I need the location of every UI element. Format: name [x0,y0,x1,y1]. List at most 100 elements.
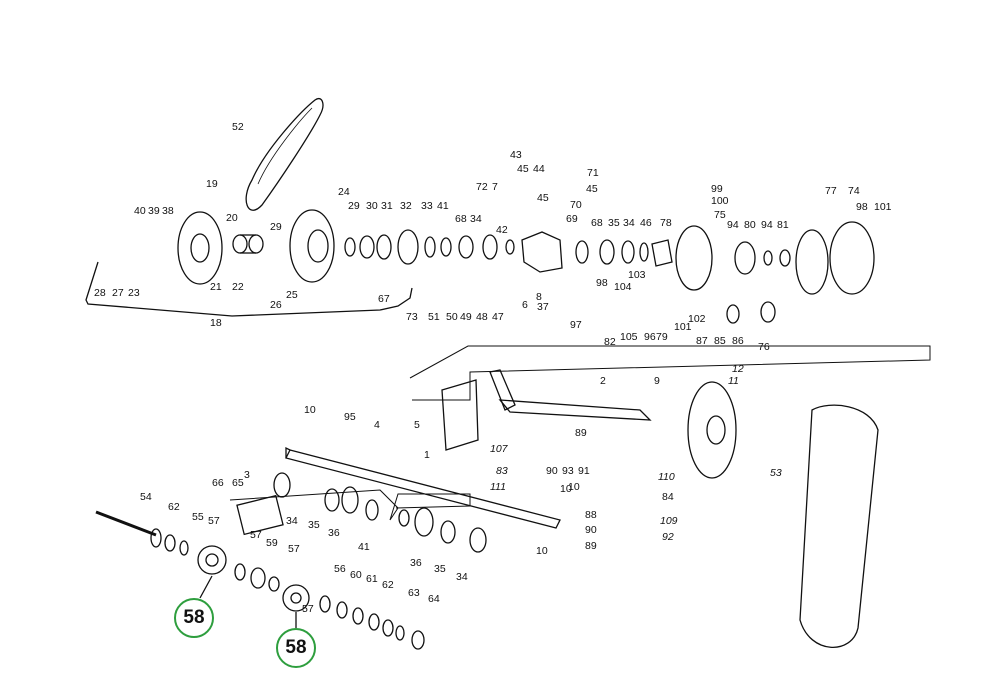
part-label: 45 [517,163,529,175]
part-label: 55 [192,511,204,523]
part-label: 10 [560,483,572,495]
part-label: 66 [212,477,224,489]
part-label: 12 [732,363,744,375]
part-label: 82 [604,336,616,348]
belt-53 [799,404,879,648]
part-label: 49 [460,311,472,323]
cover-77 [795,229,829,295]
part-label: 72 [476,181,488,193]
part-label: 63 [408,587,420,599]
part-label: 89 [575,427,587,439]
part-label: 22 [232,281,244,293]
part-label: 33 [421,200,433,212]
part-label: 94 [761,219,773,231]
part-label: 100 [711,195,729,207]
part-label: 81 [777,219,789,231]
part-label: 8 [536,291,542,303]
part-label: 61 [366,573,378,585]
part-label: 79 [656,331,668,343]
part-label: 2 [600,375,606,387]
part-label: 25 [286,289,298,301]
part-label: 11 [728,375,739,387]
part-label: 38 [162,205,174,217]
part-label: 21 [210,281,222,293]
part-label: 60 [350,569,362,581]
part-label: 95 [344,411,356,423]
part-label: 39 [148,205,160,217]
part-label: 7 [492,181,498,193]
part-label: 93 [562,465,574,477]
bracket-5 [441,379,479,451]
part-label: 97 [570,319,582,331]
part-label: 37 [537,301,549,313]
part-label: 90 [585,524,597,536]
part-label: 62 [168,501,180,513]
part-label: 56 [334,563,346,575]
part-label: 80 [744,219,756,231]
part-label: 43 [510,149,522,161]
part-label: 92 [662,531,674,543]
gear-housing-75 [675,225,713,291]
part-label: 90 [546,465,558,477]
part-label: 78 [660,217,672,229]
shaft-1 [285,449,561,529]
part-label: 57 [208,515,220,527]
part-label: 99 [711,183,723,195]
part-label: 69 [566,213,578,225]
part-label: 44 [533,163,545,175]
part-label: 24 [338,186,350,198]
part-label: 54 [140,491,152,503]
part-label: 30 [366,200,378,212]
part-label: 101 [674,321,692,333]
part-label: 83 [496,465,508,477]
belt-52 [245,98,324,211]
part-label: 96 [644,331,656,343]
part-label: 104 [614,281,632,293]
part-label: 31 [381,200,393,212]
part-label: 107 [490,443,509,455]
part-label: 26 [270,299,282,311]
highlighted-part-badge-a: 58 [174,598,214,638]
part-label: 45 [537,192,549,204]
part-label: 45 [586,183,598,195]
part-label: 10 [568,481,580,493]
part-label: 94 [727,219,739,231]
part-label: 53 [770,467,782,479]
part-label: 29 [348,200,360,212]
part-label: 28 [94,287,106,299]
part-label: 109 [660,515,678,527]
part-label: 10 [304,404,316,416]
highlighted-part-badge-b: 58 [276,628,316,668]
part-label: 74 [848,185,860,197]
part-label: 110 [658,471,675,483]
part-label: 29 [270,221,282,233]
part-label: 84 [662,491,674,503]
part-label: 35 [608,217,620,229]
part-label: 70 [570,199,582,211]
part-label: 36 [328,527,340,539]
part-label: 35 [308,519,320,531]
part-label: 111 [490,481,506,493]
part-label: 41 [437,200,449,212]
part-label: 51 [428,311,440,323]
part-label: 35 [434,563,446,575]
part-label: 34 [470,213,482,225]
part-label: 64 [428,593,440,605]
part-label: 34 [623,217,635,229]
part-label: 23 [128,287,140,299]
gearbox-housing [521,231,563,273]
part-label: 75 [714,209,726,221]
part-label: 68 [455,213,467,225]
part-label: 47 [492,311,504,323]
part-label: 86 [732,335,744,347]
part-label: 10 [536,545,548,557]
part-label: 3 [244,469,250,481]
part-label: 19 [206,178,218,190]
part-label: 41 [358,541,370,553]
part-label: 105 [620,331,638,343]
part-label: 57 [302,603,314,615]
part-label: 98 [596,277,608,289]
part-label: 67 [378,293,390,305]
